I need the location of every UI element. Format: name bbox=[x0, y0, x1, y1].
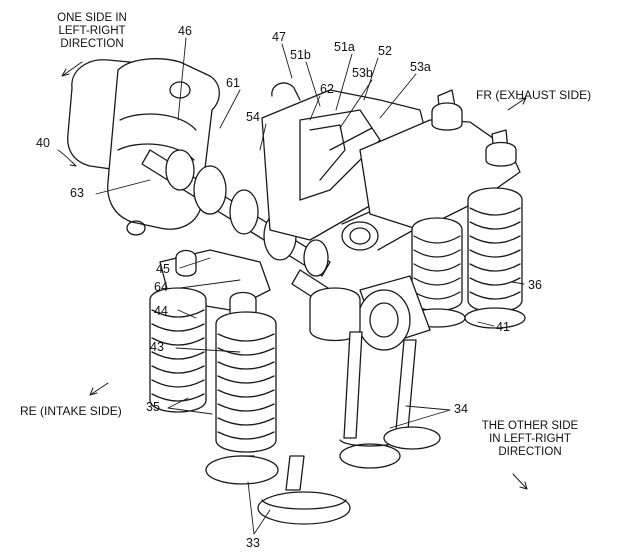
ref-33: 33 bbox=[246, 536, 260, 550]
ref-46: 46 bbox=[178, 24, 192, 38]
direction-other-side: THE OTHER SIDE IN LEFT-RIGHT DIRECTION bbox=[478, 420, 582, 459]
ref-63: 63 bbox=[70, 186, 84, 200]
direction-other-side-line3: DIRECTION bbox=[498, 446, 562, 458]
ref-35: 35 bbox=[146, 400, 160, 414]
ref-51b: 51b bbox=[290, 48, 311, 62]
direction-front: FR (EXHAUST SIDE) bbox=[476, 88, 592, 102]
ref-54: 54 bbox=[246, 110, 260, 124]
ref-44: 44 bbox=[154, 304, 168, 318]
ref-64: 64 bbox=[154, 280, 168, 294]
ref-53b: 53b bbox=[352, 66, 373, 80]
ref-53a: 53a bbox=[410, 60, 431, 74]
ref-52: 52 bbox=[378, 44, 392, 58]
intake-valves bbox=[205, 455, 351, 525]
ref-47: 47 bbox=[272, 30, 286, 44]
ref-40: 40 bbox=[36, 136, 50, 150]
direction-one-side-line2: LEFT-RIGHT bbox=[58, 25, 126, 37]
cam-housing bbox=[67, 58, 220, 236]
direction-rear: RE (INTAKE SIDE) bbox=[20, 404, 122, 418]
ref-34: 34 bbox=[454, 402, 468, 416]
direction-other-side-line2: IN LEFT-RIGHT bbox=[489, 433, 571, 445]
rocker-arm-assembly bbox=[261, 82, 441, 251]
direction-one-side-line1: ONE SIDE IN bbox=[57, 12, 127, 24]
exhaust-valves bbox=[339, 331, 441, 469]
exhaust-springs bbox=[408, 187, 526, 329]
ref-51a: 51a bbox=[334, 40, 355, 54]
exhaust-rocker bbox=[359, 89, 521, 231]
ref-36: 36 bbox=[528, 278, 542, 292]
direction-arrows bbox=[61, 61, 528, 490]
ref-43: 43 bbox=[150, 340, 164, 354]
direction-one-side: ONE SIDE IN LEFT-RIGHT DIRECTION bbox=[44, 12, 140, 51]
direction-one-side-line3: DIRECTION bbox=[60, 38, 124, 50]
direction-other-side-line1: THE OTHER SIDE bbox=[481, 420, 579, 432]
ref-61: 61 bbox=[226, 76, 240, 90]
ref-62: 62 bbox=[320, 82, 334, 96]
leader-lines bbox=[57, 37, 525, 535]
roller-41 bbox=[309, 275, 431, 351]
ref-45: 45 bbox=[156, 262, 170, 276]
intake-springs bbox=[149, 287, 277, 453]
ref-41: 41 bbox=[496, 320, 510, 334]
